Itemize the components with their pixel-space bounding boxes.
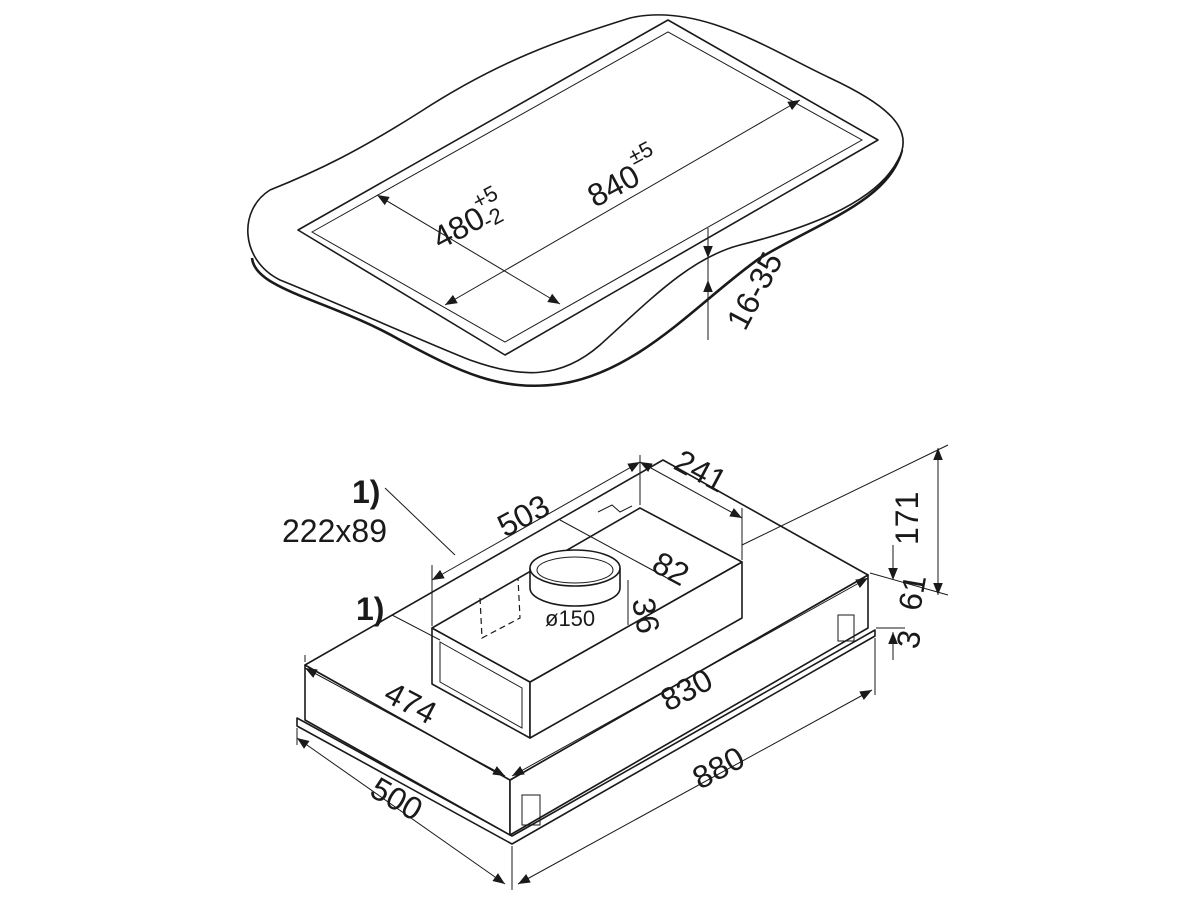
countertop-top (247, 14, 904, 374)
cutout-inner (310, 31, 864, 343)
ext-line (741, 444, 949, 546)
countertop (247, 14, 904, 388)
leader-82 (559, 519, 681, 586)
note1-marker: 1) (352, 474, 380, 510)
dimension-line-880 (517, 689, 873, 885)
label-diameter: ø150 (545, 606, 595, 631)
hood (296, 444, 949, 890)
leader-note2 (391, 614, 441, 641)
leader-note1 (384, 487, 456, 556)
label-171: 171 (889, 492, 925, 545)
dimension-line-500 (296, 737, 506, 885)
label-36: 36 (625, 595, 667, 636)
label-16-35: 16-35 (719, 246, 789, 335)
note1-size: 222x89 (282, 513, 387, 549)
label-3: 3 (889, 627, 928, 651)
dimension-line-241 (639, 461, 743, 519)
dimension-line-840 (444, 99, 801, 306)
duct-collar-top (529, 549, 621, 587)
label-880: 880 (686, 739, 750, 796)
note2-marker: 1) (356, 591, 384, 627)
dimension-line-503 (431, 461, 641, 581)
label-61: 61 (891, 572, 933, 613)
cutout-outer (297, 19, 879, 356)
countertop-edge (250, 149, 904, 388)
